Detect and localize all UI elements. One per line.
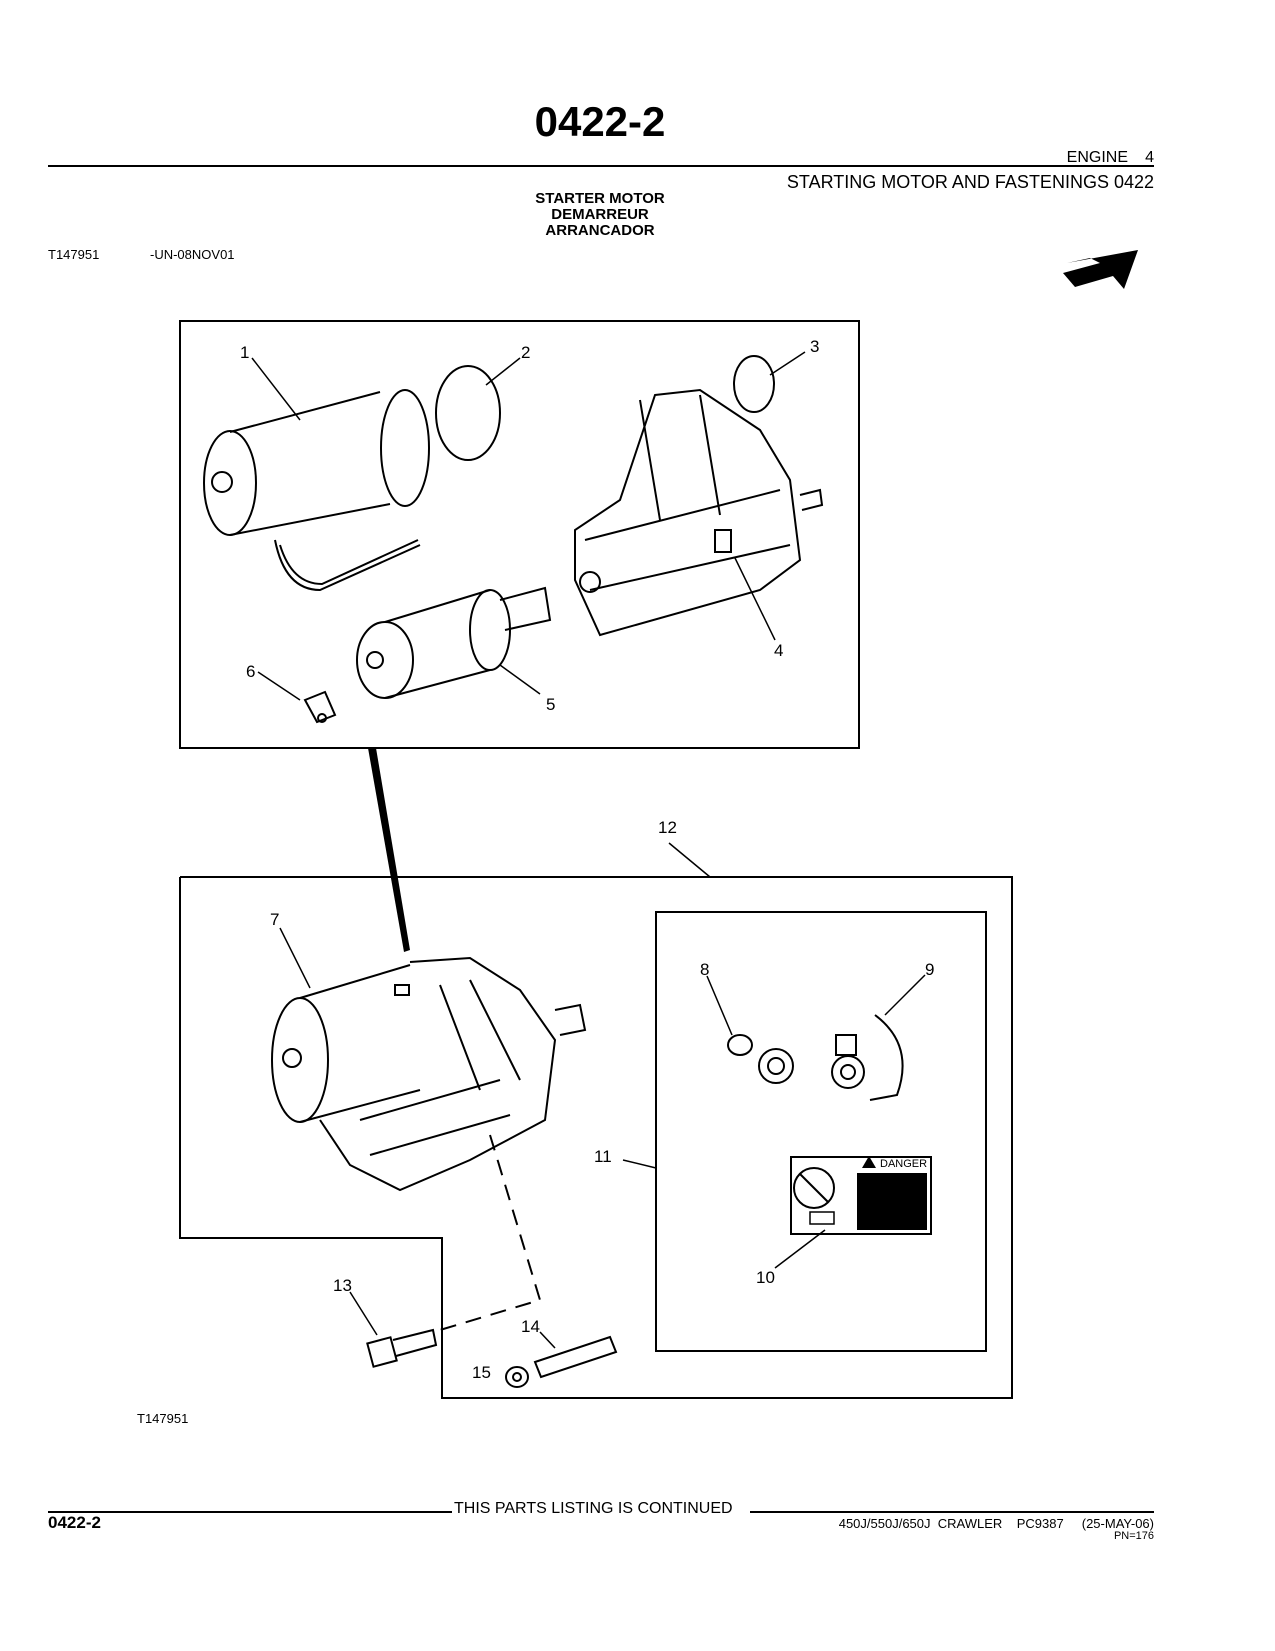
callout-4: 4 xyxy=(774,641,783,660)
callout-2: 2 xyxy=(521,343,530,362)
part-2-o-ring xyxy=(435,365,501,461)
callout-leaders xyxy=(251,351,926,1349)
part-3-o-ring xyxy=(733,355,775,413)
callout-11: 11 xyxy=(594,1147,612,1166)
callout-15: 15 xyxy=(472,1363,491,1382)
figure-title-fr: DEMARREUR xyxy=(551,206,649,223)
decal-danger-label: DANGER xyxy=(880,1158,927,1170)
continued-notice: THIS PARTS LISTING IS CONTINUED xyxy=(454,1500,733,1517)
callout-14: 14 xyxy=(521,1317,540,1336)
figure-date-code: -UN-08NOV01 xyxy=(150,247,235,262)
callout-3: 3 xyxy=(810,337,819,356)
figure-title-es: ARRANCADOR xyxy=(545,222,655,239)
footer-rule-right xyxy=(750,1511,1154,1513)
page-title: 0422-2 xyxy=(534,98,666,145)
dashed-leader xyxy=(439,1134,542,1331)
footer-pn: PN=176 xyxy=(1113,1530,1154,1542)
part-14-stud xyxy=(533,1335,618,1379)
part-13-bolt xyxy=(366,1328,438,1368)
figure-title-en: STARTER MOTOR xyxy=(535,190,665,207)
figure-caption-id: T147951 xyxy=(137,1411,189,1426)
callout-1: 1 xyxy=(240,343,249,362)
callout-13: 13 xyxy=(333,1276,352,1295)
callout-5: 5 xyxy=(546,695,555,714)
figure-titles: STARTER MOTOR DEMARREUR ARRANCADOR xyxy=(0,191,1200,239)
part-15-nut xyxy=(505,1366,529,1388)
part-4-housing xyxy=(574,388,824,637)
callout-8: 8 xyxy=(700,960,709,979)
section-number: 4 xyxy=(1145,149,1154,166)
orientation-arrow-icon xyxy=(1063,250,1138,289)
lower-detail-outline xyxy=(179,876,1013,1399)
group-title: STARTING MOTOR AND FASTENINGS 0422 xyxy=(786,172,1154,192)
section-name: ENGINE xyxy=(1066,149,1128,166)
header-rule xyxy=(48,165,1154,167)
kit-box-11 xyxy=(655,911,987,1352)
connector-band xyxy=(368,748,410,952)
part-8-nut-washer xyxy=(727,1034,794,1084)
upper-detail-box xyxy=(179,320,860,749)
figure-id: T147951 xyxy=(48,247,100,262)
callout-6: 6 xyxy=(246,662,255,681)
part-6-screw xyxy=(303,690,337,724)
part-7-starter-assembly xyxy=(271,956,587,1192)
callout-10: 10 xyxy=(756,1268,775,1287)
callout-9: 9 xyxy=(925,960,934,979)
footer-rule-left xyxy=(48,1511,452,1513)
part-9-terminal-ring xyxy=(831,1014,904,1101)
callout-12: 12 xyxy=(658,818,677,837)
part-5-pinion xyxy=(356,586,552,699)
footer-page-number: 0422-2 xyxy=(48,1513,101,1532)
footer-publication-info: 450J/550J/650J CRAWLER PC9387 (25-MAY-06… xyxy=(838,1516,1154,1531)
callout-7: 7 xyxy=(270,910,279,929)
part-10-danger-decal: DANGER xyxy=(790,1156,932,1235)
part-1-yoke xyxy=(203,389,430,592)
